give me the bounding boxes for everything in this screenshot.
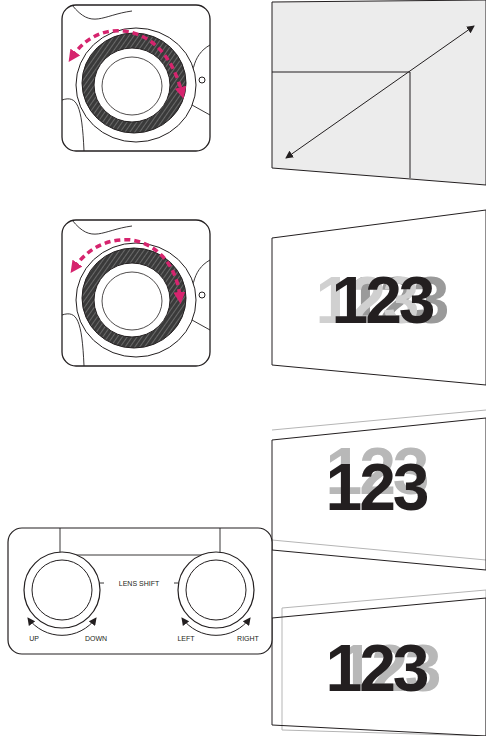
direction-label: LEFT [177,635,194,642]
vertical-shift-sample-text: 123 [325,454,426,520]
focus-sample-text: 123 [331,267,432,333]
direction-label: DOWN [85,635,107,642]
horizontal-shift-sample-text: 123 [325,635,426,701]
direction-label: UP [29,635,39,642]
panel-title: LENS SHIFT [117,580,161,587]
lens-shift-panel [8,528,272,654]
focus-ring-figure [62,220,210,366]
direction-label: RIGHT [237,635,259,642]
focus-screen [272,210,486,385]
zoom-ring-figure [62,5,210,151]
zoom-screen [272,0,486,185]
horizontal-shift-screen [272,590,486,736]
vertical-shift-screen [272,410,486,570]
